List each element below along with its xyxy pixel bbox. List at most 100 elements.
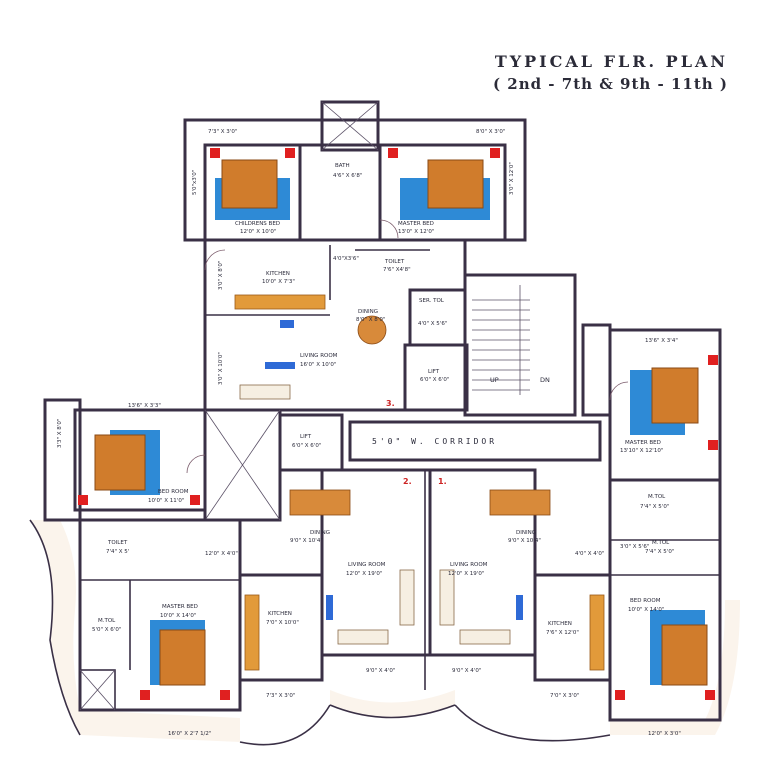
tv-living-1	[516, 595, 523, 620]
label-top-left-side: 5'0"x3'0"	[192, 170, 198, 195]
red-mark-4	[490, 148, 500, 158]
label-living-1: LIVING ROOM	[450, 562, 488, 568]
door-arc-1	[204, 249, 226, 271]
red-mark-9	[140, 690, 150, 700]
label-toilet-top: TOILET	[384, 259, 405, 265]
label-living-1-balc: 9'0" X 4'0"	[452, 668, 481, 674]
red-mark-7	[78, 495, 88, 505]
center-curve-line	[329, 704, 456, 719]
staircase	[472, 285, 530, 395]
label-master-bed-top-size: 13'0" X 12'0"	[398, 229, 434, 235]
red-mark-10	[220, 690, 230, 700]
red-mark-5	[708, 355, 718, 365]
label-m-toilet-right2: M.TOL	[652, 540, 670, 546]
label-bottom-left-balc: 16'0" X 2'7 1/2"	[168, 731, 211, 737]
label-bath: BATH	[335, 163, 350, 169]
label-top-right-side: 3'0" X 12'0"	[509, 162, 515, 195]
lift-center-walls	[278, 413, 344, 472]
top-duct-shaft	[320, 100, 380, 152]
label-left-balcony: 13'6" X 3'3"	[128, 403, 161, 409]
red-mark-1	[210, 148, 220, 158]
label-left-side: 3'3" X 8'0"	[57, 419, 63, 448]
bed-left	[94, 434, 146, 491]
label-bed-left: BED ROOM	[158, 489, 189, 495]
label-stair-dn: DN	[540, 376, 550, 384]
dining-table-1	[489, 489, 551, 516]
label-living-1-size: 12'0" X 19'0"	[448, 571, 484, 577]
label-corridor: 5'0" W. CORRIDOR	[372, 437, 497, 446]
label-living-top-side: 3'0" X 10'0"	[218, 352, 224, 385]
label-kitchen-right-size: 7'6" X 12'0"	[546, 630, 579, 636]
label-bed-right-size: 10'0" X 14'0"	[628, 607, 664, 613]
kitchen-top-counter	[234, 294, 326, 310]
door-arc-4	[186, 454, 206, 474]
label-children-bed-size: 12'0" X 10'0"	[240, 229, 276, 235]
label-bed-right: BED ROOM	[630, 598, 661, 604]
label-master-bed-top: MASTER BED	[398, 221, 434, 227]
corridor-walls	[348, 420, 602, 462]
kitchen-left-counter	[244, 594, 260, 671]
label-kitchen-top: KITCHEN	[266, 271, 290, 277]
label-stair-up: UP	[490, 376, 499, 384]
label-m-toilet-right2-size: 7'4" X 5'0"	[645, 549, 674, 555]
label-passage-left: 12'0" X 4'0"	[205, 551, 238, 557]
sofa-living-2-side	[399, 569, 415, 626]
red-mark-6	[708, 440, 718, 450]
bed-master-left	[159, 629, 206, 686]
label-m-toilet-left: M.TOL	[98, 618, 116, 624]
label-master-bed-right: MASTER BED	[625, 440, 661, 446]
left-curved-balcony	[30, 520, 240, 742]
label-master-bed-right-size: 13'10" X 12'10"	[620, 448, 663, 454]
flat-number-1: 1.	[438, 477, 447, 486]
label-children-bed: CHILDRENS BED	[235, 221, 280, 227]
label-right-balcony: 13'6" X 3'4"	[645, 338, 678, 344]
living-1-walls	[428, 468, 537, 657]
label-m-toilet-right: M.TOL	[648, 494, 666, 500]
dining-table-2	[289, 489, 351, 516]
right-bottom-curve	[454, 704, 611, 742]
label-kitchen-right-balc: 7'0" X 3'0"	[550, 693, 579, 699]
bottom-left-shaft	[79, 669, 116, 711]
label-servant-toilet: SER. TOL	[419, 298, 445, 304]
label-living-top: LIVING ROOM	[300, 353, 338, 359]
plan-title: TYPICAL FLR. PLAN	[494, 52, 728, 71]
right-flat-lower-walls	[608, 478, 722, 722]
label-dining-top: DINING	[358, 309, 378, 315]
dining-table-top	[357, 315, 387, 345]
tv-living-top	[265, 362, 295, 369]
red-mark-2	[285, 148, 295, 158]
label-lift-right: LIFT	[428, 369, 440, 375]
label-master-bed-left-size: 10'0" X 14'0"	[160, 613, 196, 619]
label-top-left-balcony: 7'3" X 3'0"	[208, 129, 237, 135]
label-servant-toilet-size: 4'0" X 5'6"	[418, 321, 447, 327]
duct-cross-2	[321, 101, 379, 151]
label-passage-right: 4'0" X 4'0"	[575, 551, 604, 557]
label-kitchen-left-size: 7'0" X 10'0"	[266, 620, 299, 626]
label-dining-1: DINING	[516, 530, 536, 536]
center-curved-balcony	[330, 690, 455, 718]
tv-top-2	[280, 320, 294, 328]
flat-number-3: 3.	[386, 399, 395, 408]
label-living-2-balc: 9'0" X 4'0"	[366, 668, 395, 674]
tv-living-2	[326, 595, 333, 620]
servant-toilet-walls	[408, 288, 467, 347]
label-dining-2: DINING	[310, 530, 330, 536]
left-balcony-walls	[43, 398, 82, 522]
flat-number-2: 2.	[403, 477, 412, 486]
plan-subtitle: ( 2nd - 7th & 9th - 11th )	[492, 75, 728, 93]
label-toilet-top-size: 7'6" X4'8"	[383, 267, 411, 273]
label-bottom-right-balc: 12'0" X 3'0"	[648, 731, 681, 737]
label-duct-b: 3'0" X 5'6"	[620, 544, 649, 550]
label-living-2-size: 12'0" X 19'0"	[346, 571, 382, 577]
label-kitchen-left: KITCHEN	[268, 611, 292, 617]
label-kitchen-left-balc: 7'3" X 3'0"	[266, 693, 295, 699]
right-balcony-walls	[581, 323, 612, 417]
label-lift-center: LIFT	[300, 434, 312, 440]
left-bottom-curve	[239, 704, 331, 746]
bed-right	[661, 624, 708, 686]
label-dining-2-size: 9'0" X 10'4"	[290, 538, 323, 544]
label-kitchen-right: KITCHEN	[548, 621, 572, 627]
label-bed-left-size: 10'0" X 11'0"	[148, 498, 184, 504]
label-dining-top-size: 8'0" X 8'0"	[356, 317, 385, 323]
